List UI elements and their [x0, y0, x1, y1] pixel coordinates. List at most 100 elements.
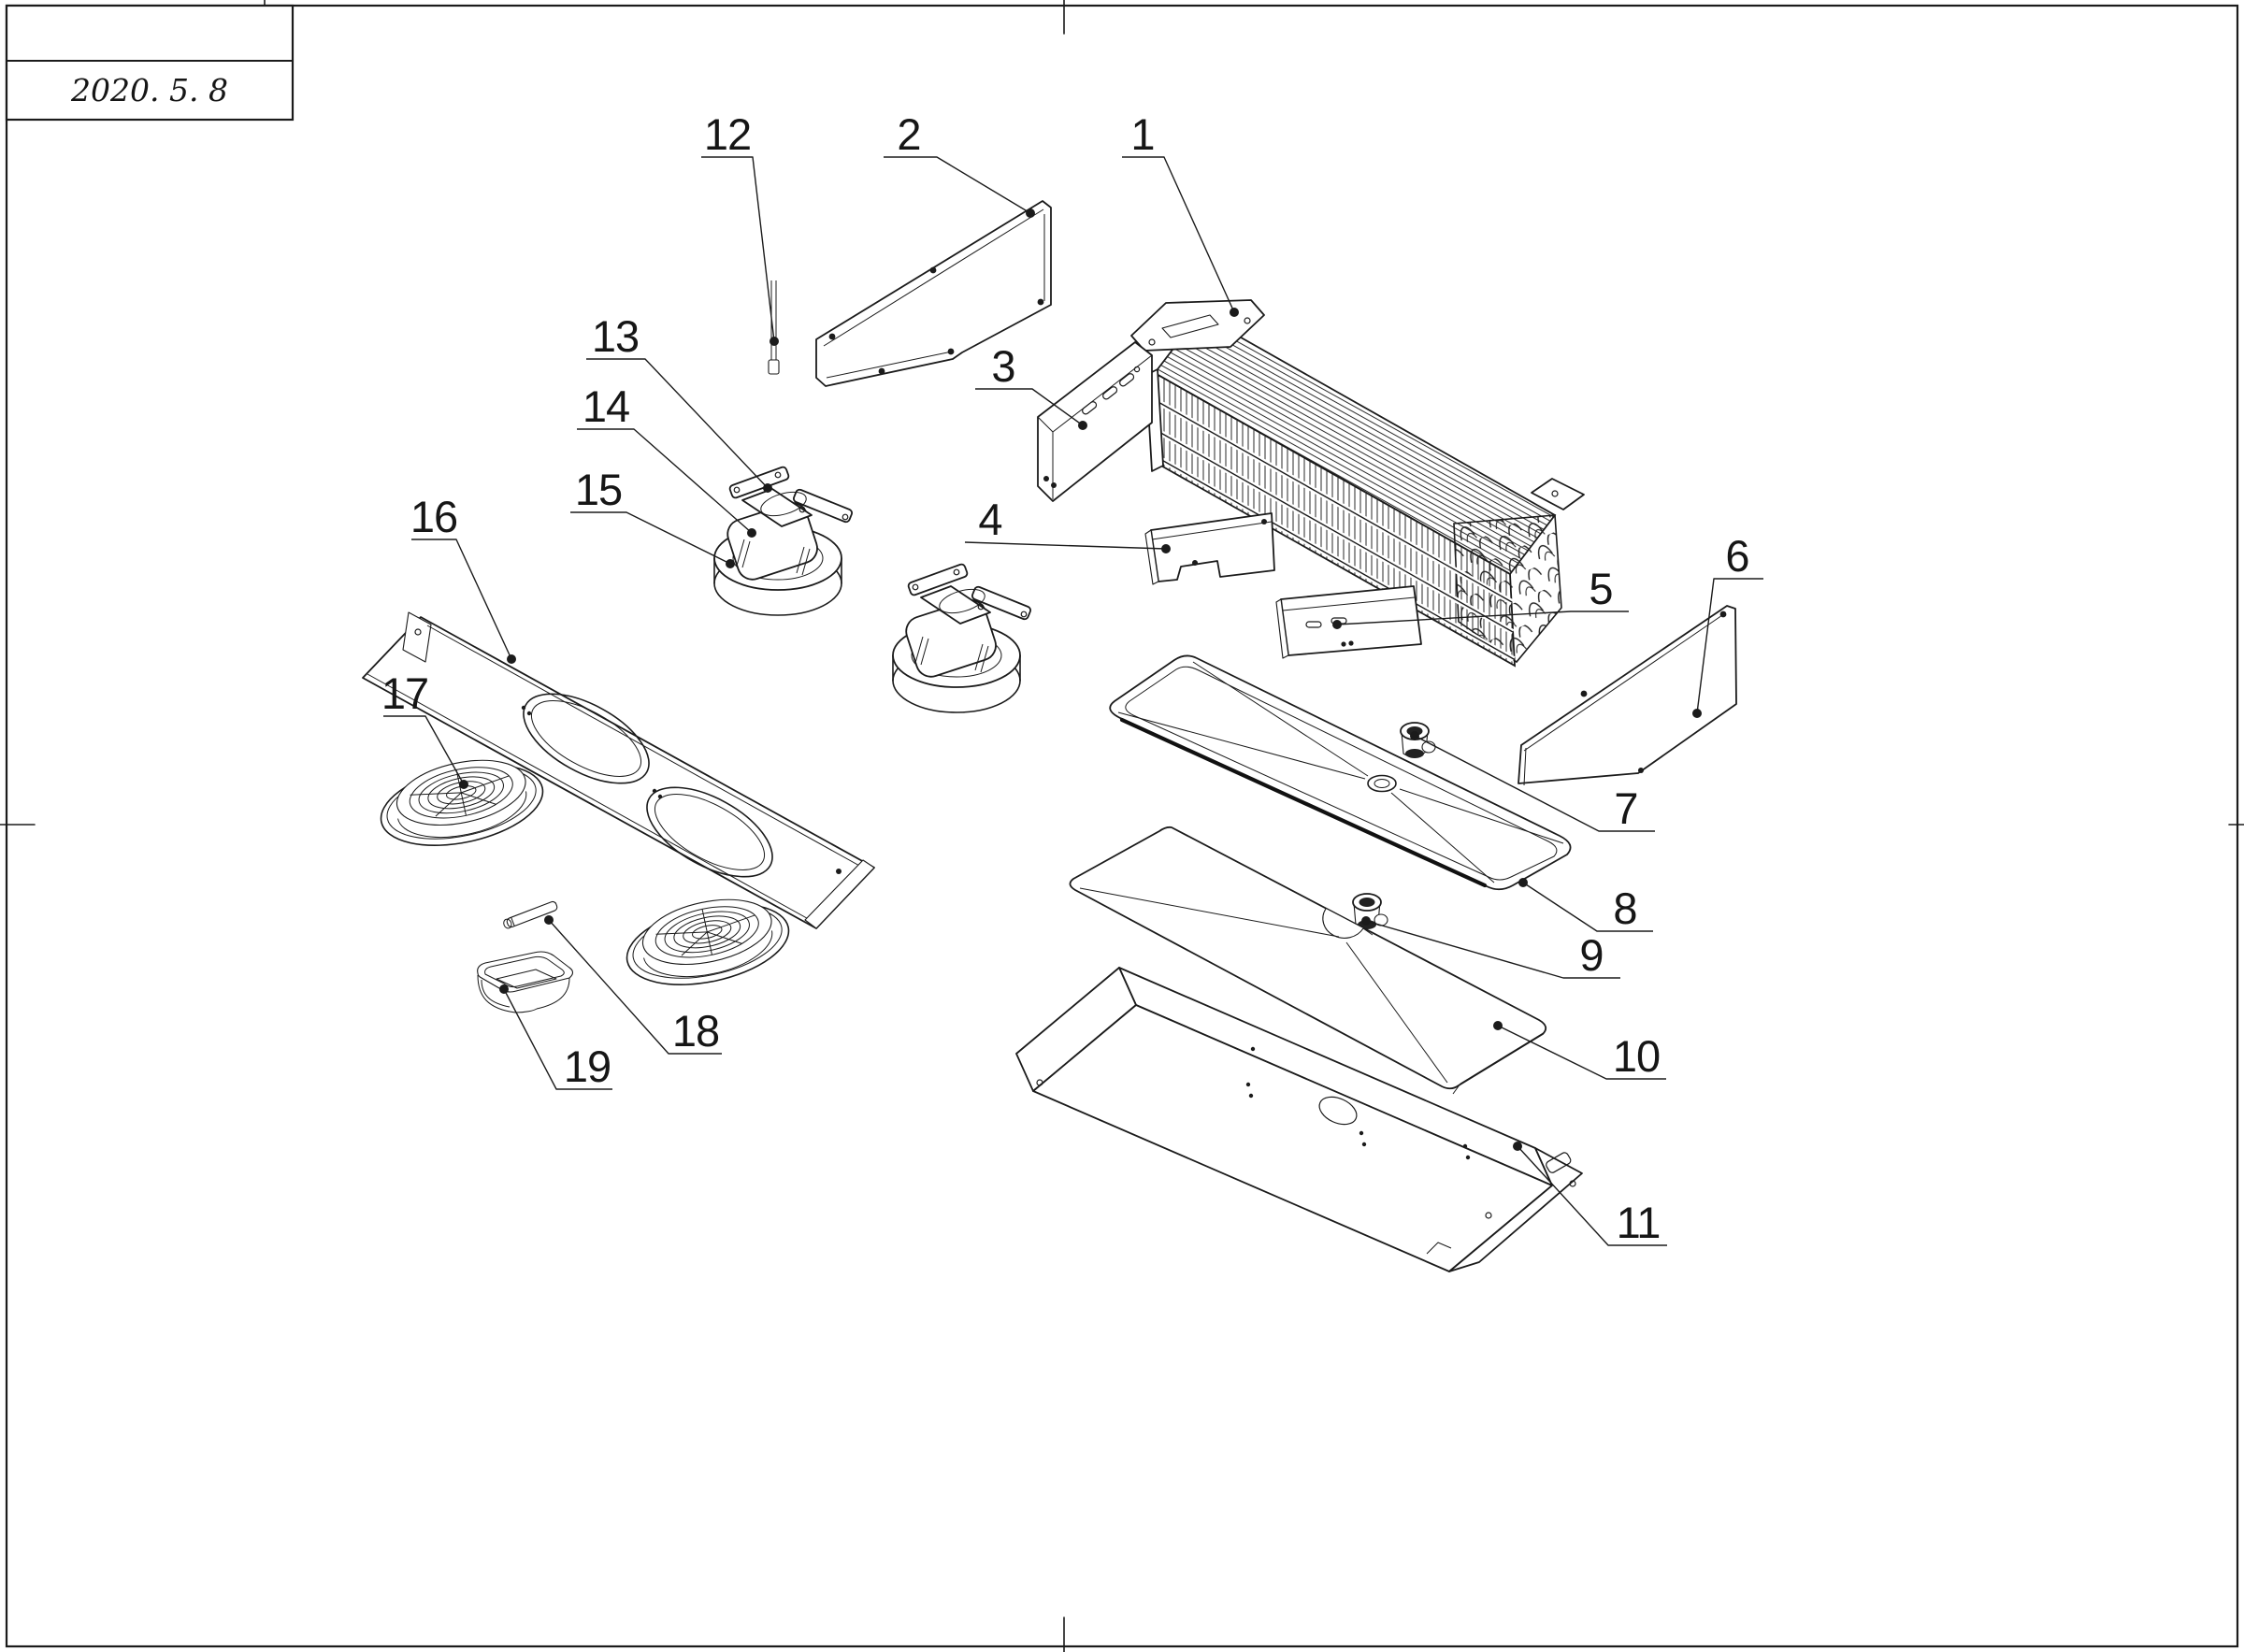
- part-11-bottom-tray: [1015, 967, 1583, 1272]
- callout-17: 17: [381, 668, 468, 789]
- callout-dot: [1361, 916, 1371, 926]
- pan-fold-lines: [1117, 661, 1564, 883]
- callout-dot: [1518, 878, 1528, 887]
- callout-leader-line: [1522, 882, 1653, 932]
- callout-number: 3: [991, 341, 1014, 391]
- callout-dot: [1692, 709, 1702, 718]
- grille-rings: [409, 767, 513, 819]
- callout-number: 15: [575, 465, 622, 514]
- part-19-small-tray: [477, 951, 574, 1013]
- callout-dot: [747, 528, 756, 538]
- callout-number: 12: [704, 109, 751, 159]
- callout-leader-line: [1497, 1025, 1666, 1080]
- part-1-evaporator-coil: [1130, 299, 1585, 668]
- part-4-divider-panel: [1144, 512, 1275, 585]
- callout-leader-line: [548, 919, 722, 1055]
- callout-leader-line: [1414, 735, 1655, 832]
- callout-number: 17: [381, 668, 428, 718]
- callout-number: 19: [564, 1041, 611, 1091]
- callout-16: 16: [410, 492, 516, 664]
- fan-assembly-1: [713, 466, 853, 616]
- second-fan-grille: [626, 898, 790, 985]
- callout-number: 5: [1589, 564, 1612, 613]
- callout-leader-line: [577, 428, 753, 534]
- title-block: 2020. 5. 8: [5, 4, 295, 122]
- callout-15: 15: [570, 465, 735, 568]
- tray-end-cutout: [1546, 1152, 1572, 1173]
- callout-19: 19: [499, 984, 612, 1091]
- part-3-left-bracket-panel: [1037, 341, 1153, 502]
- part-8-drain-pan: [1109, 654, 1572, 891]
- callout-number: 10: [1613, 1031, 1660, 1081]
- callout-dot: [1493, 1021, 1503, 1030]
- callout-leader-line: [964, 541, 1167, 550]
- callout-dot: [1161, 544, 1171, 553]
- callout-number: 13: [592, 311, 639, 361]
- callout-dot: [507, 654, 516, 664]
- callout-number: 1: [1130, 109, 1154, 159]
- callout-4: 4: [964, 495, 1171, 553]
- callout-number: 18: [672, 1006, 719, 1056]
- callout-leader-line: [701, 156, 775, 342]
- part-18-tube: [503, 900, 558, 929]
- callout-dot: [459, 780, 468, 789]
- callout-number: 7: [1614, 783, 1637, 833]
- callout-14: 14: [577, 381, 756, 538]
- part-17-fan-grille: [380, 759, 544, 846]
- callout-leader-line: [1517, 1145, 1667, 1246]
- part-2-top-panel: [815, 200, 1052, 387]
- fan-struts: [736, 539, 811, 576]
- callout-3: 3: [975, 341, 1087, 430]
- callout-6: 6: [1692, 531, 1763, 718]
- callout-dot: [763, 483, 772, 493]
- part-5-lower-bracket: [1275, 585, 1422, 659]
- callout-number: 14: [583, 381, 629, 431]
- callout-leader-line: [1122, 156, 1235, 313]
- callout-10: 10: [1493, 1021, 1666, 1081]
- callout-number: 9: [1579, 930, 1603, 980]
- callout-1: 1: [1122, 109, 1239, 317]
- callout-2: 2: [884, 109, 1035, 218]
- pan-drain-hole: [1367, 774, 1397, 793]
- callout-dot: [1410, 731, 1419, 740]
- callout-dot: [726, 559, 735, 568]
- fan-bracket-plate: [741, 488, 813, 527]
- callout-number: 6: [1725, 531, 1748, 581]
- callout-number: 4: [978, 495, 1001, 544]
- callout-leader-line: [975, 388, 1084, 426]
- callout-dot: [1230, 308, 1239, 317]
- callout-number: 16: [410, 492, 457, 541]
- callout-dot: [544, 915, 554, 925]
- callout-leader-line: [383, 715, 465, 785]
- callout-7: 7: [1410, 731, 1655, 833]
- callout-leader-line: [411, 539, 512, 660]
- part-12-temp-sensor: [768, 280, 780, 375]
- fan-assembly-2: [892, 563, 1031, 713]
- callout-dot: [499, 984, 509, 994]
- part-7-drain-plug: [1400, 722, 1436, 758]
- part-6-right-panel: [1518, 605, 1737, 786]
- revision-date: 2020. 5. 8: [70, 72, 228, 108]
- part-9-drain-plug: [1352, 893, 1388, 929]
- callout-8: 8: [1518, 878, 1653, 933]
- tray-oval-hole: [1318, 1096, 1358, 1126]
- callout-12: 12: [701, 109, 779, 346]
- callout-number: 11: [1617, 1198, 1661, 1247]
- callout-leader-line: [1696, 578, 1763, 714]
- callout-9: 9: [1361, 916, 1620, 980]
- callout-leader-line: [586, 358, 769, 489]
- callout-5: 5: [1332, 564, 1629, 629]
- callout-leader-line: [1365, 920, 1620, 979]
- cover-fold-lines: [1079, 887, 1448, 1084]
- deck-fan-openings: [523, 693, 773, 878]
- part-16-fan-deck-panel: [362, 611, 875, 929]
- coil-tube-lines: [1155, 398, 1516, 662]
- callout-18: 18: [544, 915, 722, 1056]
- callout-dot: [770, 337, 779, 346]
- fan-bracket-arm-right: [793, 488, 853, 524]
- callout-13: 13: [586, 311, 772, 493]
